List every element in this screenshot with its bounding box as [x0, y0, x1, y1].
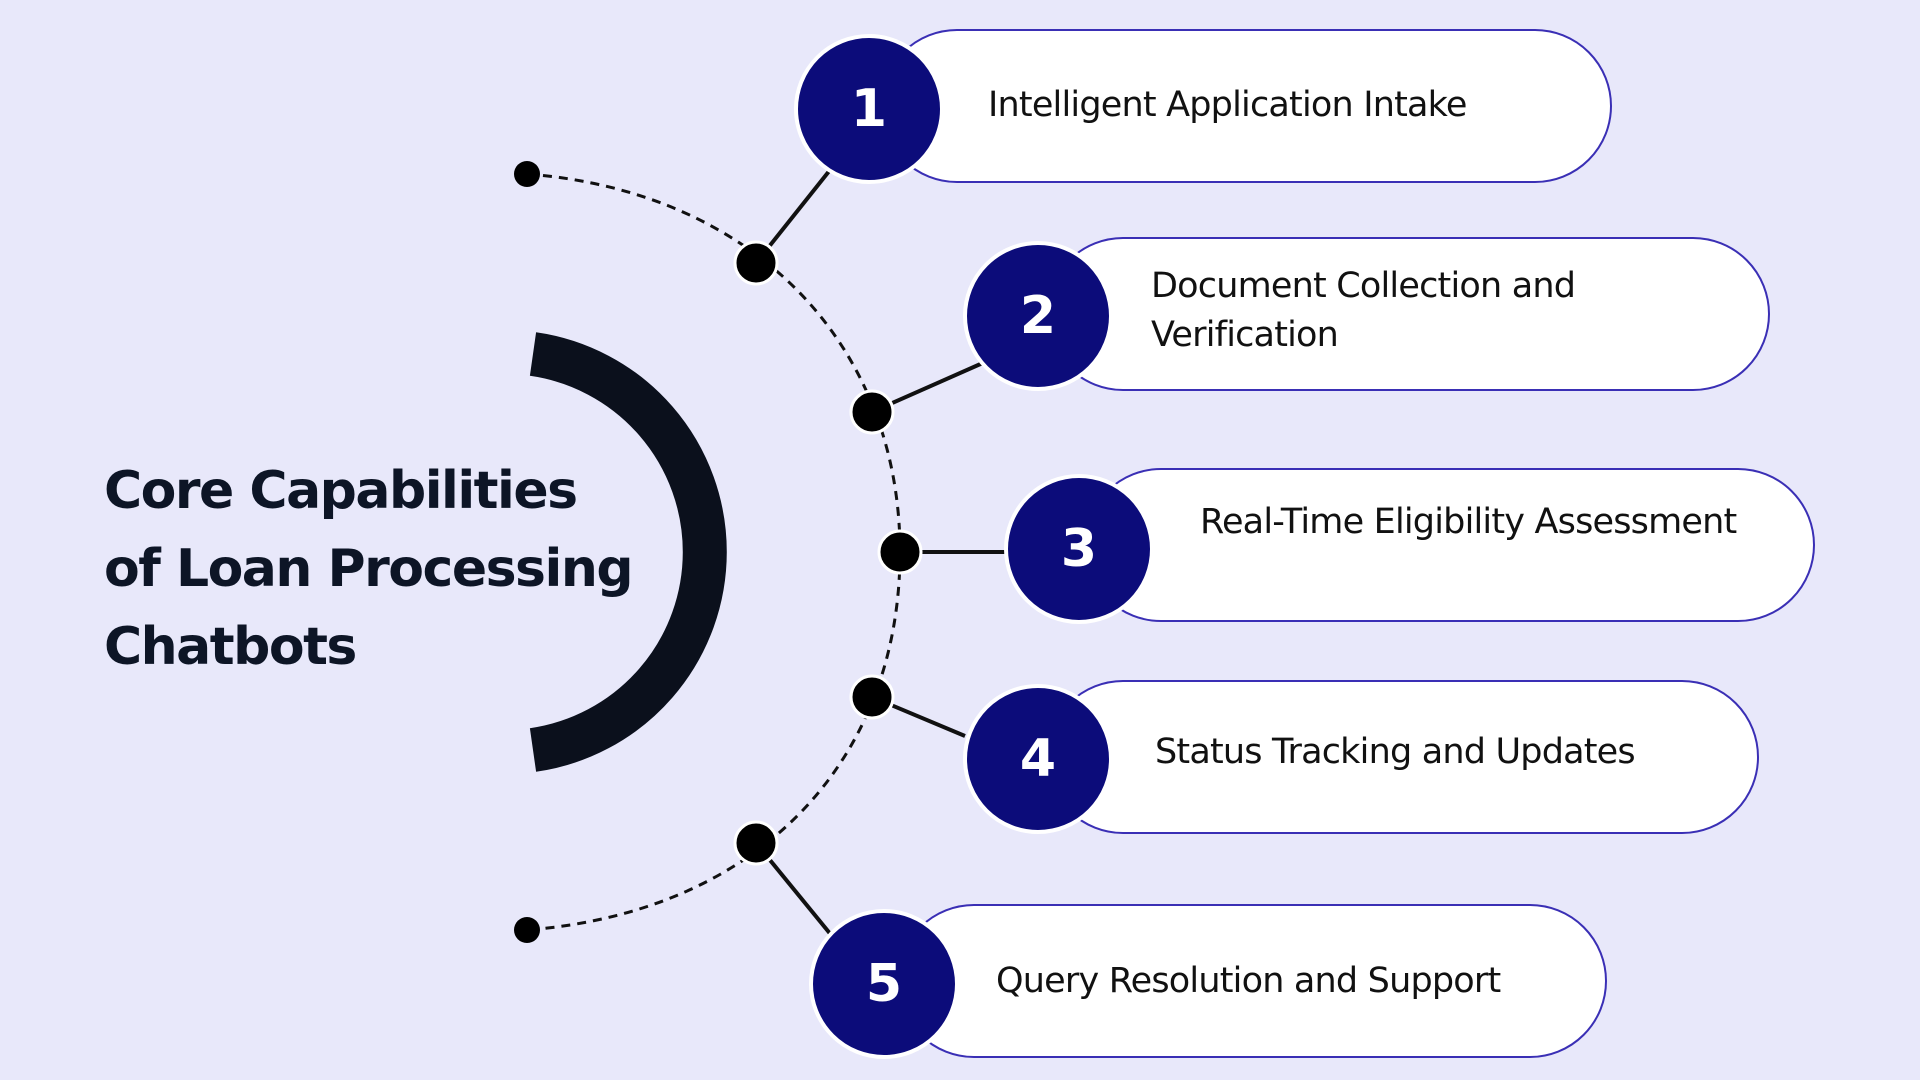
capability-label-3: Real-Time Eligibility Assessment — [1200, 502, 1737, 542]
number-badge-2: 2 — [963, 241, 1113, 391]
title-line-3: Chatbots — [104, 617, 357, 677]
node-dot-3 — [877, 529, 923, 575]
capability-card-1 — [880, 29, 1612, 183]
node-dot-2 — [849, 389, 895, 435]
number-badge-1: 1 — [794, 34, 944, 184]
diagram-title: Core Capabilities of Loan Processing Cha… — [104, 452, 664, 686]
capability-card-4 — [1046, 680, 1759, 834]
number-badge-5: 5 — [809, 909, 959, 1059]
capability-label-5: Query Resolution and Support — [996, 961, 1501, 1001]
center-arc — [529, 332, 727, 772]
dashed-arc — [526, 172, 902, 932]
arc-end-dot-bottom — [514, 917, 540, 943]
capability-card-3 — [1084, 468, 1815, 622]
capability-label-4: Status Tracking and Updates — [1155, 732, 1636, 772]
capability-label-2-line-2: Verification — [1151, 315, 1339, 355]
node-dot-1 — [733, 240, 779, 286]
title-line-1: Core Capabilities — [104, 461, 578, 521]
node-dot-4 — [849, 674, 895, 720]
capability-label-1: Intelligent Application Intake — [988, 85, 1467, 125]
capability-card-5 — [897, 904, 1607, 1058]
title-line-2: of Loan Processing — [104, 539, 634, 599]
arc-end-dot-top — [514, 161, 540, 187]
number-badge-3: 3 — [1004, 474, 1154, 624]
number-badge-4: 4 — [963, 684, 1113, 834]
capability-card-2 — [1046, 237, 1770, 391]
node-dot-5 — [733, 820, 779, 866]
capability-label-2-line-1: Document Collection and — [1151, 266, 1576, 306]
